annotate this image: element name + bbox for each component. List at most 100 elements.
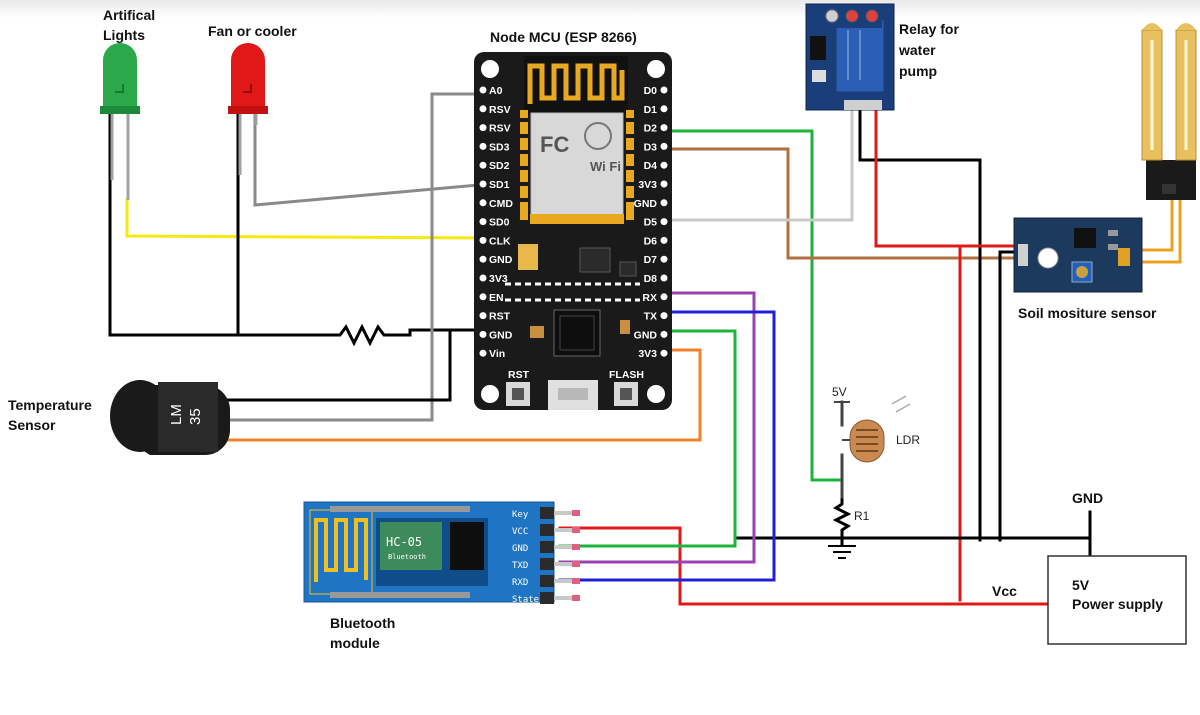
bt-pin-leg — [554, 579, 572, 583]
mcu-left-pin-dot — [479, 255, 487, 263]
lm35-label-2: 35 — [187, 408, 204, 425]
ldr-5v-label: 5V — [832, 385, 847, 399]
mcu-left-pin-dot — [479, 236, 487, 244]
fc-logo: FC — [540, 132, 569, 157]
mcu-left-pin-label: RST — [489, 311, 511, 323]
mcu-left-pin-dot — [479, 142, 487, 150]
mcu-right-pin-label: RX — [642, 292, 657, 304]
green-led — [100, 43, 140, 200]
mcu-right-pin-dot — [660, 199, 668, 207]
wire-red-relay-vcc — [874, 106, 1020, 248]
bt-pin-label: State — [512, 595, 539, 605]
mcu-right-pin-dot — [660, 236, 668, 244]
bt-pin-tip — [572, 510, 580, 516]
mcu-right-pin-label: D5 — [644, 217, 658, 229]
wire-blue-bt-rxd-tx — [558, 310, 776, 582]
mcu-left-pin-label: Vin — [489, 348, 505, 360]
mcu-left-pin-label: A0 — [489, 85, 503, 97]
window-top-shadow — [0, 0, 1200, 18]
bt-pin-label: GND — [512, 544, 528, 554]
mcu-left-pin-label: RSV — [489, 104, 511, 116]
wire-purple-bt-txd-rx — [558, 291, 756, 564]
wire-black-relay-gnd — [858, 106, 982, 542]
bt-pin-leg — [554, 511, 572, 515]
mcu-right-pin-label: 3V3 — [638, 179, 657, 191]
mcu-right-pin-dot — [660, 218, 668, 226]
temp-sensor-label-line1: Temperature — [8, 397, 92, 413]
bt-pin-tip — [572, 578, 580, 584]
psu-label-line1: 5V — [1072, 577, 1090, 593]
mcu-right-pin-dot — [660, 255, 668, 263]
mcu-right-pin-label: D1 — [644, 104, 658, 116]
lights-label-line1: Artifical — [103, 7, 155, 23]
mcu-left-pin-label: SD2 — [489, 160, 510, 172]
fan-label: Fan or cooler — [208, 23, 297, 39]
mcu-left-pin-label: SD0 — [489, 217, 510, 229]
power-supply-box — [1047, 555, 1187, 645]
red-led — [228, 43, 268, 175]
mcu-right-pin-label: GND — [634, 329, 658, 341]
mcu-right-pin-dot — [660, 105, 668, 113]
mcu-right-pin-label: D7 — [644, 254, 658, 266]
bt-pin-leg — [554, 528, 572, 532]
bt-pin-header — [540, 507, 554, 519]
mcu-right-pin-label: D3 — [644, 141, 658, 153]
node-mcu-board: FC Wi Fi A0RSVRSVSD3SD2SD1CMDSD0CLKGND3V… — [474, 52, 672, 410]
bt-pin-tip — [572, 527, 580, 533]
bt-pin-header — [540, 541, 554, 553]
mcu-title: Node MCU (ESP 8266) — [490, 29, 637, 45]
mcu-right-pin-dot — [660, 161, 668, 169]
relay-label-line3: pump — [899, 63, 937, 79]
wire-brown-d3-soil — [666, 147, 1020, 260]
wire-black-soil-gnd — [998, 250, 1020, 542]
mcu-right-pin-dot — [660, 86, 668, 94]
ldr-sensor — [842, 395, 911, 463]
mcu-right-pin-dot — [660, 124, 668, 132]
psu-label-line2: Power supply — [1072, 596, 1163, 612]
mcu-left-pin-dot — [479, 349, 487, 357]
mcu-right-pin-dot — [660, 312, 668, 320]
ldr-label: LDR — [896, 433, 920, 447]
lights-label-line2: Lights — [103, 27, 145, 43]
mcu-right-pin-dot — [660, 180, 668, 188]
soil-sensor-module — [1013, 217, 1143, 293]
mcu-right-pin-label: D8 — [644, 273, 658, 285]
bt-pin-leg — [554, 596, 572, 600]
mcu-left-pin-label: GND — [489, 254, 513, 266]
mcu-left-pin-dot — [479, 161, 487, 169]
mcu-right-pin-label: D2 — [644, 123, 658, 135]
mcu-right-pin-label: TX — [644, 311, 657, 323]
wire-black-led-cathode — [108, 110, 332, 337]
mcu-left-pin-dot — [479, 199, 487, 207]
mcu-left-pin-label: CMD — [489, 198, 513, 210]
wire-soil-probe-1 — [1128, 198, 1174, 252]
ground-symbol — [828, 545, 856, 559]
bt-pin-leg — [554, 545, 572, 549]
wire-red-bt-vcc — [558, 526, 1050, 606]
mcu-left-pin-dot — [479, 124, 487, 132]
bt-pin-label: VCC — [512, 527, 528, 537]
mcu-right-pin-dot — [660, 274, 668, 282]
bt-pin-label: RXD — [512, 578, 528, 588]
lm35-temperature-sensor: LM 35 — [110, 380, 230, 455]
r1-label: R1 — [854, 509, 870, 523]
mcu-right-pin-label: GND — [634, 198, 658, 210]
mcu-left-pin-dot — [479, 293, 487, 301]
bt-pin-label: TXD — [512, 561, 528, 571]
mcu-left-pin-dot — [479, 86, 487, 94]
bt-pin-tip — [572, 544, 580, 550]
mcu-left-pin-dot — [479, 274, 487, 282]
mcu-right-pin-label: D0 — [644, 85, 658, 97]
mcu-left-pin-label: EN — [489, 292, 504, 304]
mcu-left-pin-dot — [479, 312, 487, 320]
mcu-left-pin-label: SD3 — [489, 141, 510, 153]
wire-green-bt-gnd — [558, 329, 737, 548]
relay-label-line2: water — [898, 42, 936, 58]
mcu-right-pin-dot — [660, 330, 668, 338]
mcu-right-pin-dot — [660, 349, 668, 357]
wire-soil-probe-2 — [1128, 198, 1182, 264]
relay-module — [805, 3, 895, 111]
